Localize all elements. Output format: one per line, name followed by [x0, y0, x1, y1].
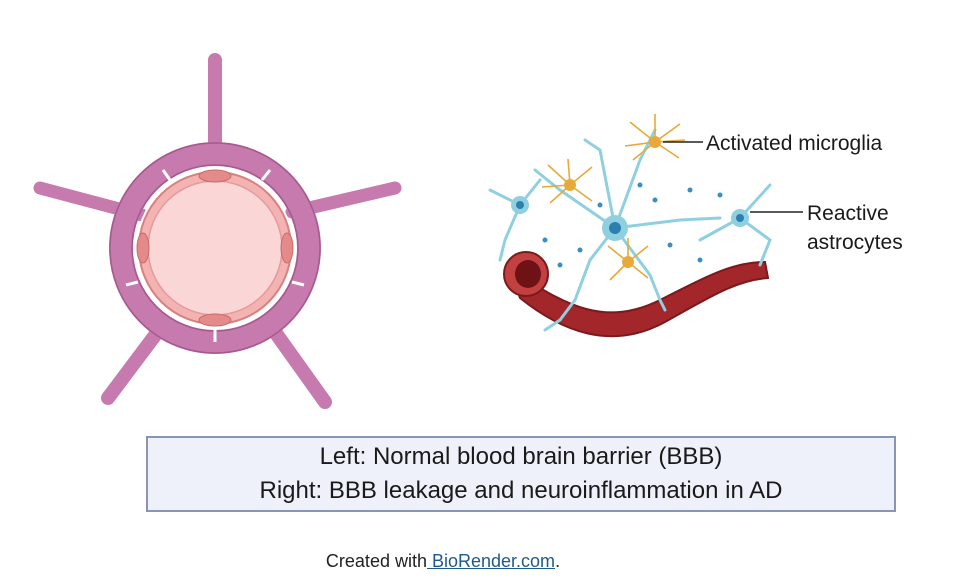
biorender-link[interactable]: BioRender.com	[426, 551, 556, 571]
credit-prefix: Created with	[325, 551, 427, 571]
normal-bbb-illustration	[33, 53, 402, 409]
endothelial-nuclei	[136, 169, 294, 327]
inflammatory-particles	[542, 182, 723, 268]
caption-box: Left: Normal blood brain barrier (BBB) R…	[146, 436, 896, 512]
caption-line-2: Right: BBB leakage and neuroinflammation…	[259, 477, 783, 504]
microglia-label: Activated microglia	[706, 132, 883, 155]
reactive-astrocytes	[488, 128, 772, 332]
biorender-credit: Created with BioRender.com.	[0, 551, 886, 572]
credit-suffix: .	[555, 551, 561, 571]
leaky-bbb-illustration: Activated microglia Reactive astrocytes	[488, 114, 903, 338]
blood-vessel	[508, 260, 770, 338]
astrocytes-label-line1: Reactive	[807, 202, 889, 225]
activated-microglia	[541, 114, 686, 281]
astrocytes-label-line2: astrocytes	[807, 231, 903, 254]
caption-line-1: Left: Normal blood brain barrier (BBB)	[319, 443, 723, 470]
vessel-lumen	[147, 180, 283, 316]
